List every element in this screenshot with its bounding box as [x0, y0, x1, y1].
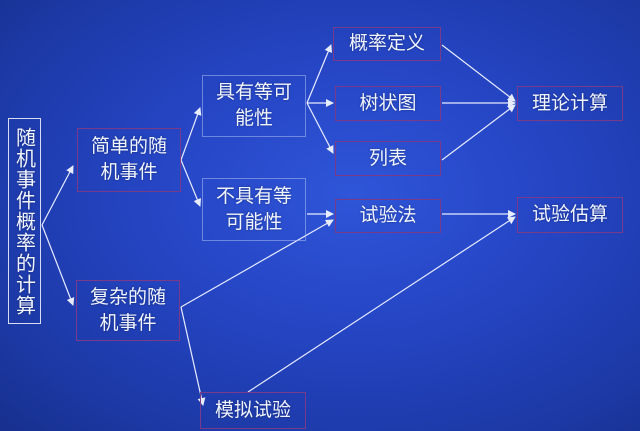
node-simple-random-event: 简单的随机事件 [77, 128, 181, 192]
estimate-label: 试验估算 [531, 203, 608, 226]
simulation-label: 模拟试验 [214, 398, 291, 421]
definition-label: 概率定义 [348, 32, 425, 55]
node-experimental-estimate: 试验估算 [517, 197, 623, 233]
arrow-simple-to-unequal [180, 159, 202, 207]
node-experiment-method: 试验法 [335, 199, 441, 233]
table-label: 列表 [368, 146, 407, 169]
arrow-definition-to-theory [441, 44, 516, 102]
arrow-root-to-simple [41, 165, 74, 226]
node-complex-random-event: 复杂的随机事件 [76, 280, 180, 341]
node-theoretical-calculation: 理论计算 [517, 86, 623, 121]
tree-label: 树状图 [359, 91, 417, 114]
node-equal-likelihood: 具有等可能性 [202, 75, 306, 137]
arrow-equal-to-table [306, 102, 334, 154]
equal-label: 具有等可能性 [215, 81, 292, 129]
arrow-table-to-theory [441, 104, 516, 161]
node-probability-definition: 概率定义 [333, 27, 441, 61]
arrow-equal-to-definition [306, 44, 333, 104]
unequal-label: 不具有等可能性 [215, 184, 292, 233]
root-label: 随机事件概率的计算 [12, 126, 37, 316]
node-table-list: 列表 [335, 141, 441, 176]
root-node: 随机事件概率的计算 [8, 118, 41, 324]
complex-label: 复杂的随机事件 [89, 285, 166, 334]
node-tree-diagram: 树状图 [335, 86, 441, 121]
arrow-root-to-complex [41, 224, 75, 306]
theory-label: 理论计算 [531, 91, 608, 114]
arrow-simple-to-equal [180, 107, 202, 161]
arrow-simulation-to-estimate [247, 216, 516, 393]
experiment-label: 试验法 [359, 204, 417, 227]
simple-label: 简单的随机事件 [90, 135, 167, 183]
arrow-complex-to-simulation [180, 306, 206, 406]
node-simulation-experiment: 模拟试验 [200, 392, 306, 429]
arrow-complex-to-experiment [180, 219, 334, 308]
node-unequal-likelihood: 不具有等可能性 [202, 178, 306, 241]
